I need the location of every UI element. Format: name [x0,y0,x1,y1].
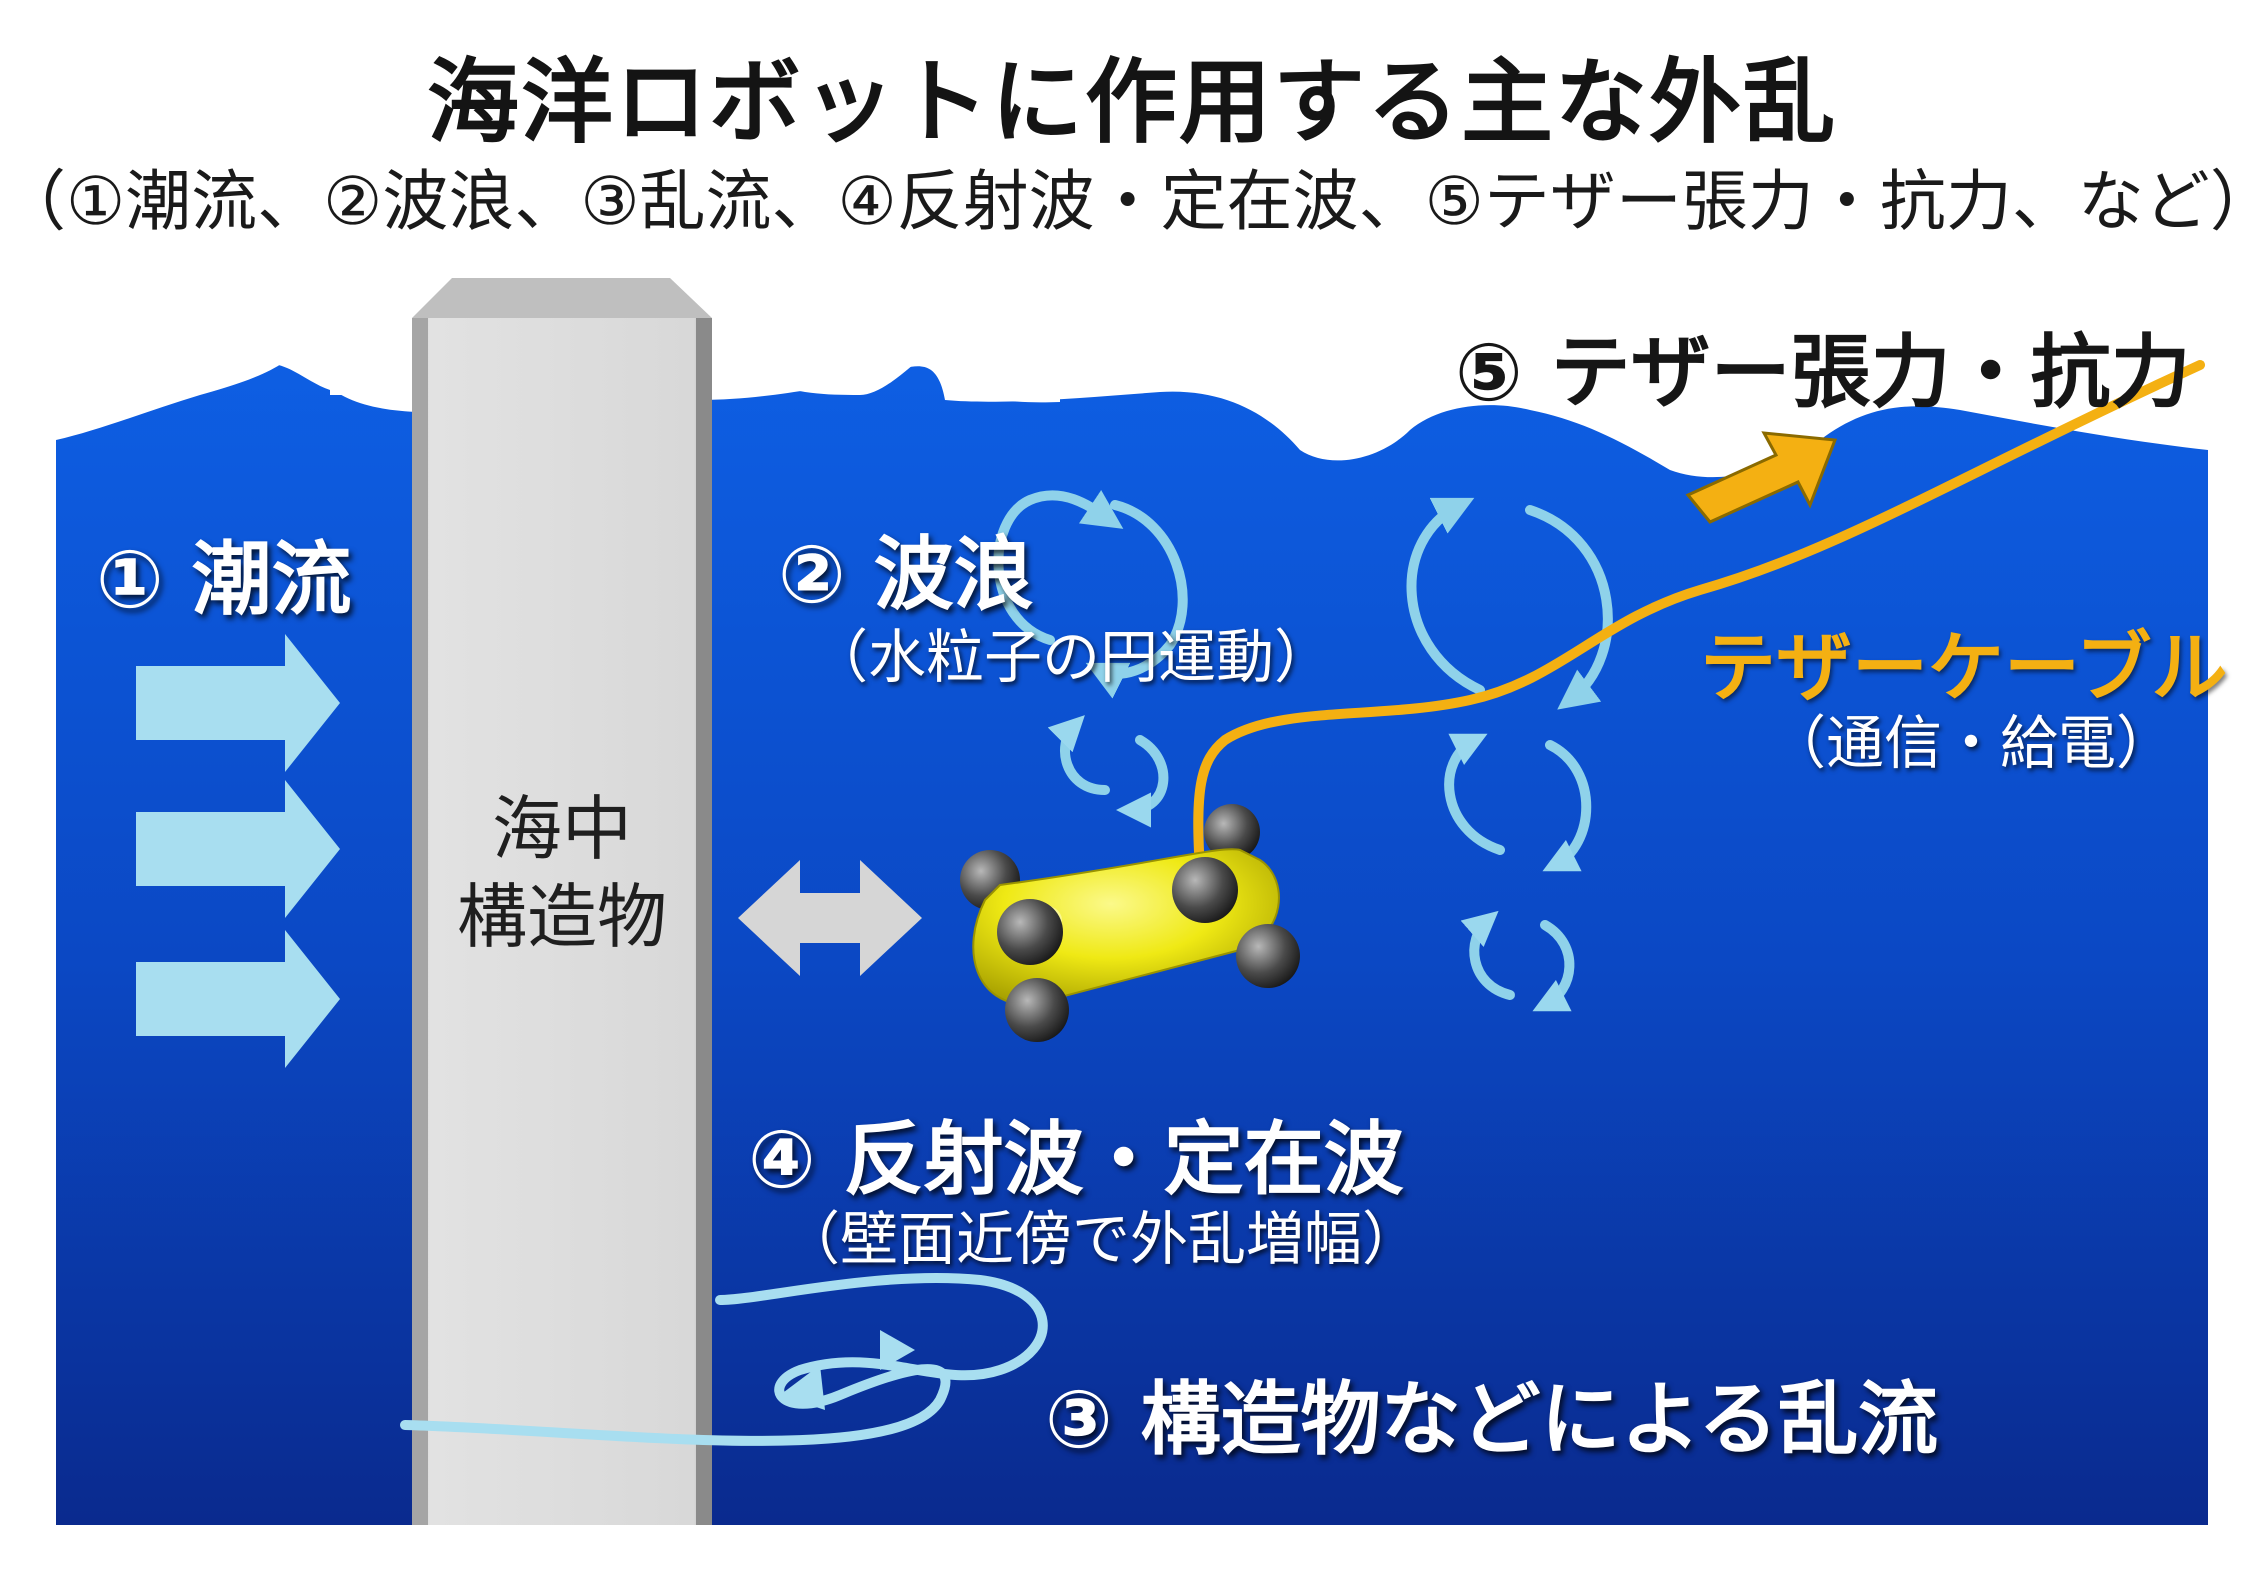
structure-label-line1: 海中 [492,788,632,870]
turbulence-flow [400,1273,1048,1446]
tidal-current-label: ① 潮流 [96,533,352,626]
up-right-arrow-icon [1685,431,1838,524]
double-arrow-icon [738,860,922,976]
right-arrow-icon [136,780,340,918]
right-arrow-icon [136,634,340,772]
structure-edge-right [696,318,712,1525]
waves-note: （水粒子の円運動） [810,623,1333,691]
tether-cable [1193,360,2205,875]
wave-edge [56,300,420,440]
wave-crest-left [700,300,1060,403]
page-subtitle: （①潮流、②波浪、③乱流、④反射波・定在波、⑤テザー張力・抗力、など） [0,163,2264,240]
reflected-wave-note: （壁面近傍で外乱増幅） [782,1205,1421,1273]
reflected-wave-label: ④ 反射波・定在波 [748,1113,1404,1206]
right-arrow-icon [136,930,340,1068]
turbulence-label: ③ 構造物などによる乱流 [1045,1373,1939,1466]
circular-orbit-icon [993,490,1188,828]
undersea-structure [412,318,712,1525]
tether-label: ⑤ テザー張力・抗力 [1455,326,2191,419]
circular-orbit-icon [1406,497,1613,1012]
structure-label-line2: 構造物 [457,876,667,958]
page-title: 海洋ロボットに作用する主な外乱 [426,49,1837,156]
turbulence-arrowhead [780,1365,825,1410]
underwater-rov-icon [960,804,1300,1042]
structure-top [412,278,712,318]
cable-note: （通信・給電） [1768,709,2175,777]
waves-label: ② 波浪 [778,528,1034,621]
cable-label: テザーケーブル [1700,623,2228,712]
turbulence-arrowhead [880,1330,915,1370]
structure-edge-left [412,318,428,1525]
